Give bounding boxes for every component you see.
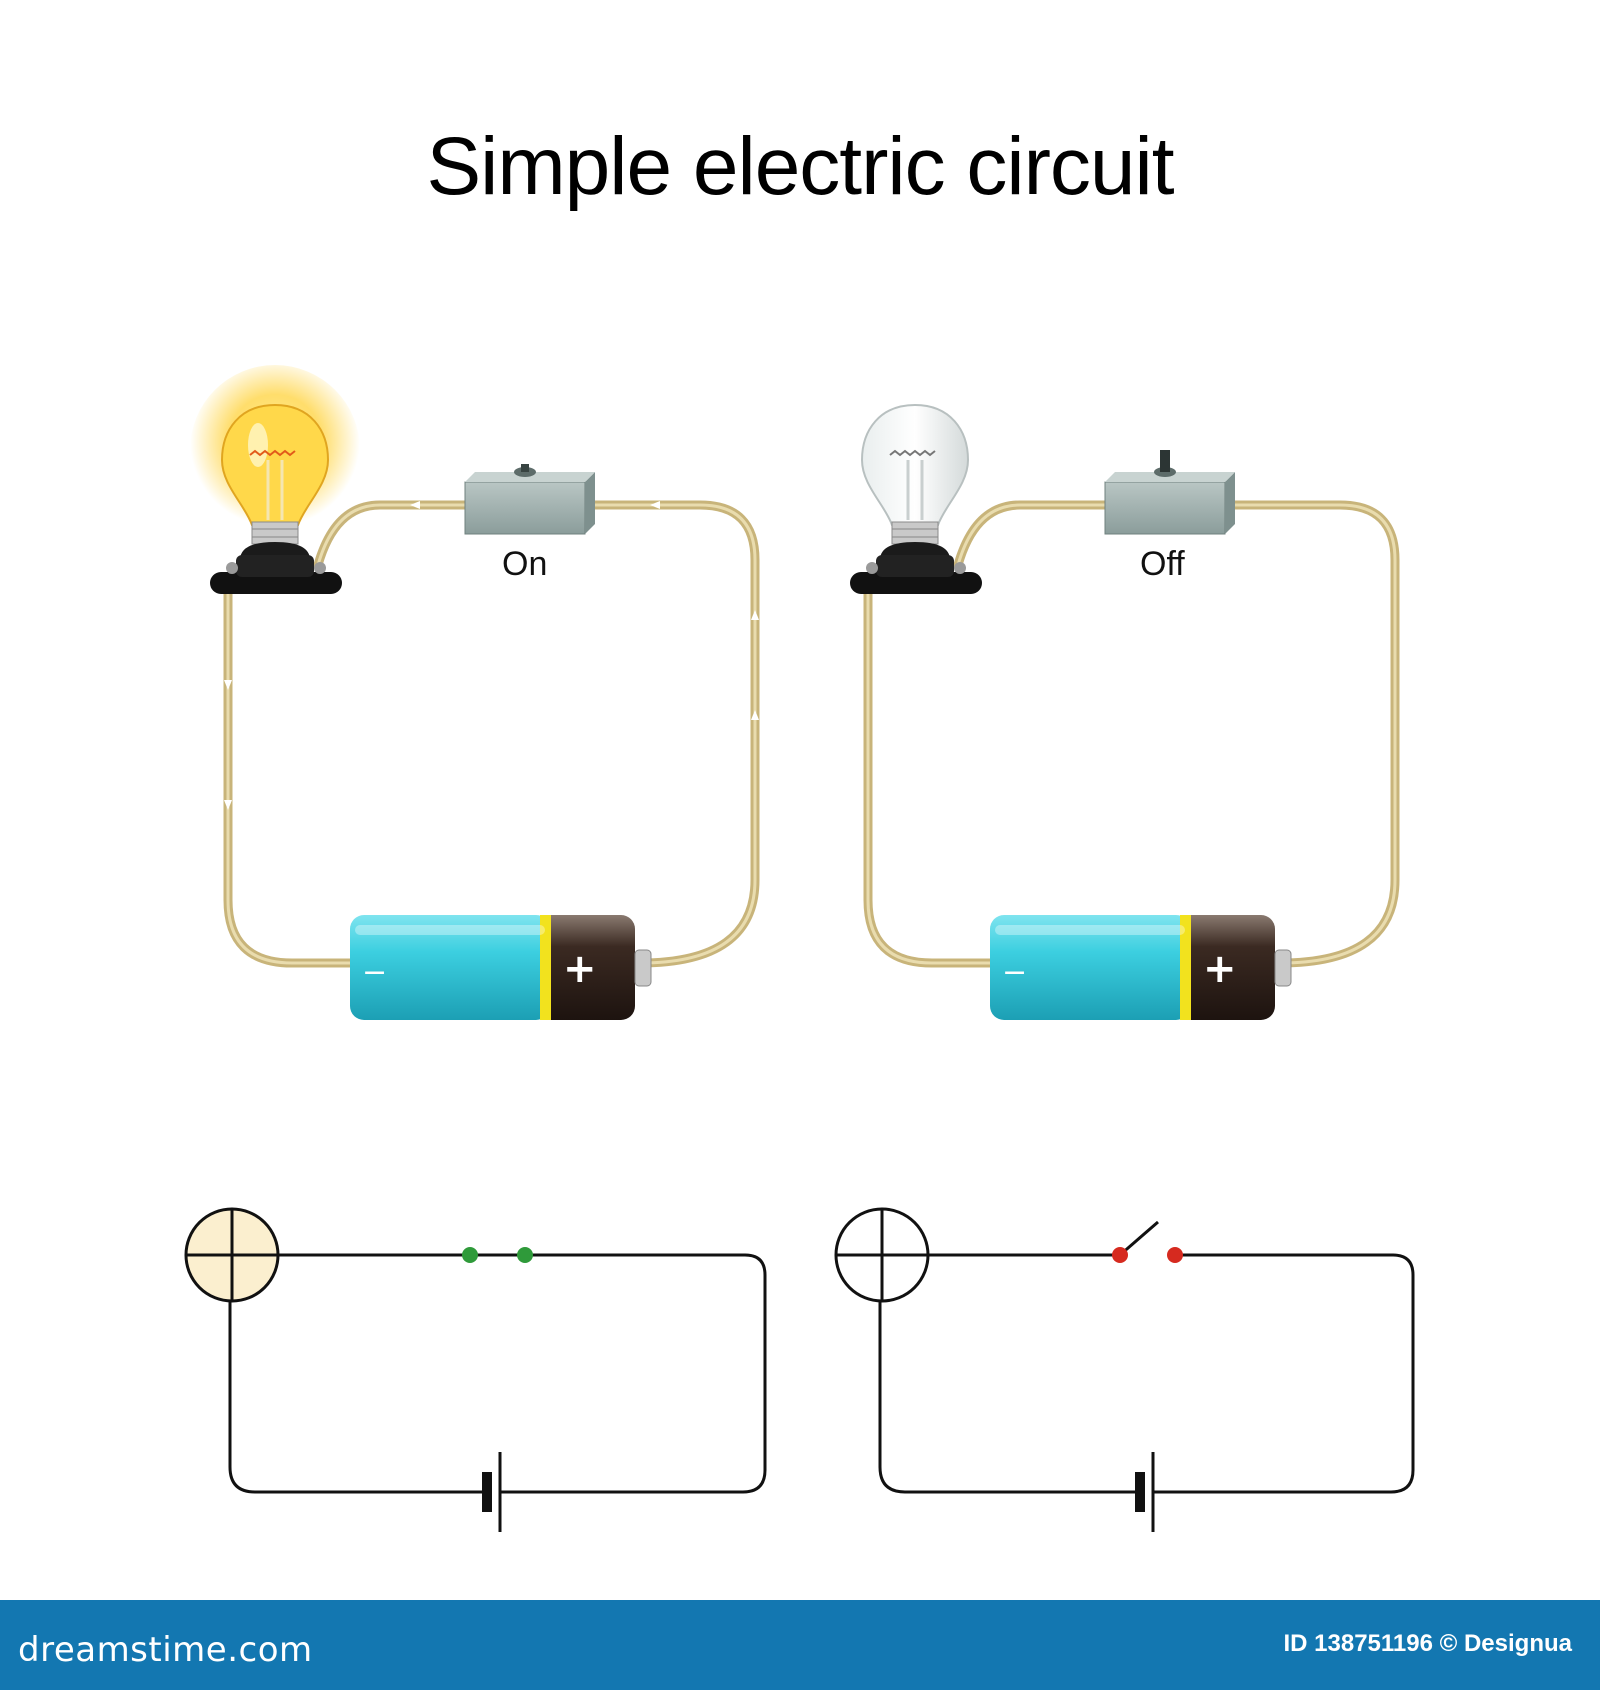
battery-minus-label: − (362, 955, 387, 990)
switch-label: On (502, 545, 547, 583)
schematic-wire (228, 1253, 767, 1494)
current-arrows (224, 501, 759, 810)
switch-symbol-open-icon (1112, 1247, 1183, 1263)
circuit-off: Off − + (850, 403, 1400, 1020)
circuit-on: On − + (190, 365, 760, 1020)
circuit-diagram: On − + (184, 365, 1415, 1532)
switch-closed-icon (464, 464, 595, 535)
switch-symbol-closed-icon (462, 1247, 533, 1263)
footer-bar: dreamstime.com ID 138751196 © Designua (0, 1600, 1600, 1690)
lamp-symbol-unlit-icon (834, 1207, 930, 1303)
battery-plus-label: + (563, 946, 597, 992)
schematic-open (834, 1207, 1415, 1532)
light-bulb-unlit-icon (850, 403, 982, 594)
battery-symbol-icon (482, 1452, 502, 1532)
footer-credit: ID 138751196 © Designua (1283, 1630, 1572, 1657)
switch-label: Off (1140, 545, 1185, 583)
battery-plus-label: + (1203, 946, 1237, 992)
lamp-symbol-lit-icon (184, 1207, 280, 1303)
schematic-closed (184, 1207, 767, 1532)
footer-brand: dreamstime.com (18, 1630, 313, 1670)
light-bulb-lit-icon (190, 365, 360, 594)
diagram-title: Simple electric circuit (426, 121, 1174, 212)
battery-minus-label: − (1002, 955, 1027, 990)
battery-icon: − + (350, 915, 652, 1020)
battery-icon: − + (990, 915, 1292, 1020)
schematic-wire (878, 1220, 1415, 1494)
switch-open-icon (1104, 450, 1235, 535)
battery-symbol-icon (1135, 1452, 1155, 1532)
